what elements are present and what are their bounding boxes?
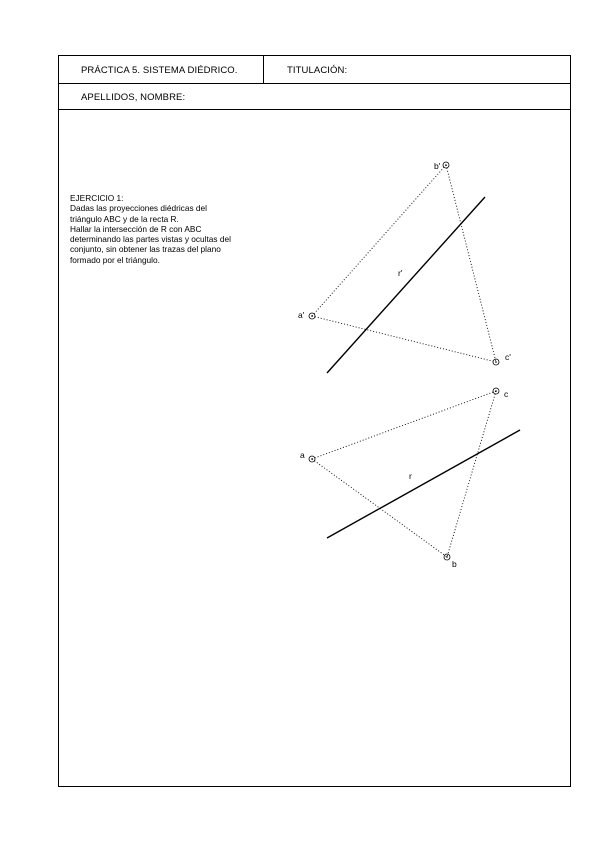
drawing-sheet: PRÁCTICA 5. SISTEMA DIÉDRICO. TITULACIÓN… <box>58 55 571 787</box>
triangle-edge-b-prime-c-prime <box>445 164 497 363</box>
exercise-line: formado por el triángulo. <box>70 254 160 265</box>
exercise-line: Hallar la intersección de R con ABC <box>70 223 202 234</box>
triangle-edge-a-prime-c-prime <box>311 315 497 363</box>
label-r: r <box>409 471 412 481</box>
triangle-edge-a-b <box>311 458 448 558</box>
horizontal-projection: a b c r <box>300 387 521 569</box>
header-row-1: PRÁCTICA 5. SISTEMA DIÉDRICO. TITULACIÓN… <box>59 56 570 84</box>
exercise-line: Dadas las proyecciones diédricas del <box>70 203 207 214</box>
header-divider <box>263 56 264 84</box>
triangle-edge-a-c <box>311 390 497 460</box>
name-field-label: APELLIDOS, NOMBRE: <box>81 92 186 103</box>
point-b-marker <box>443 553 451 561</box>
line-r-prime <box>326 196 486 374</box>
exercise-line: determinando las partes vistas y ocultas… <box>70 234 231 245</box>
vertical-projection: a' b' c' r' <box>298 161 511 374</box>
point-a-prime-marker <box>308 312 316 320</box>
point-b-prime-marker <box>442 161 450 169</box>
exercise-line: conjunto, sin obtener las trazas del pla… <box>70 244 221 255</box>
exercise-statement: EJERCICIO 1: Dadas las proyecciones diéd… <box>70 193 280 265</box>
exercise-line: triángulo ABC y de la recta R. <box>70 213 179 224</box>
degree-field-label: TITULACIÓN: <box>287 65 348 76</box>
practice-title: PRÁCTICA 5. SISTEMA DIÉDRICO. <box>81 65 238 76</box>
exercise-title: EJERCICIO 1: <box>70 193 124 203</box>
triangle-edge-a-prime-b-prime <box>311 164 447 317</box>
point-c-prime-marker <box>492 358 500 366</box>
triangle-edge-c-b <box>446 390 497 558</box>
label-c: c <box>504 389 509 399</box>
point-a-marker <box>308 455 316 463</box>
line-r <box>326 429 521 539</box>
label-r-prime: r' <box>398 268 403 278</box>
label-a-prime: a' <box>298 310 305 320</box>
point-c-marker <box>492 387 500 395</box>
label-a: a <box>300 450 305 460</box>
label-b: b <box>452 559 457 569</box>
header-row-2: APELLIDOS, NOMBRE: <box>59 84 570 110</box>
label-b-prime: b' <box>434 161 441 171</box>
label-c-prime: c' <box>505 352 511 362</box>
